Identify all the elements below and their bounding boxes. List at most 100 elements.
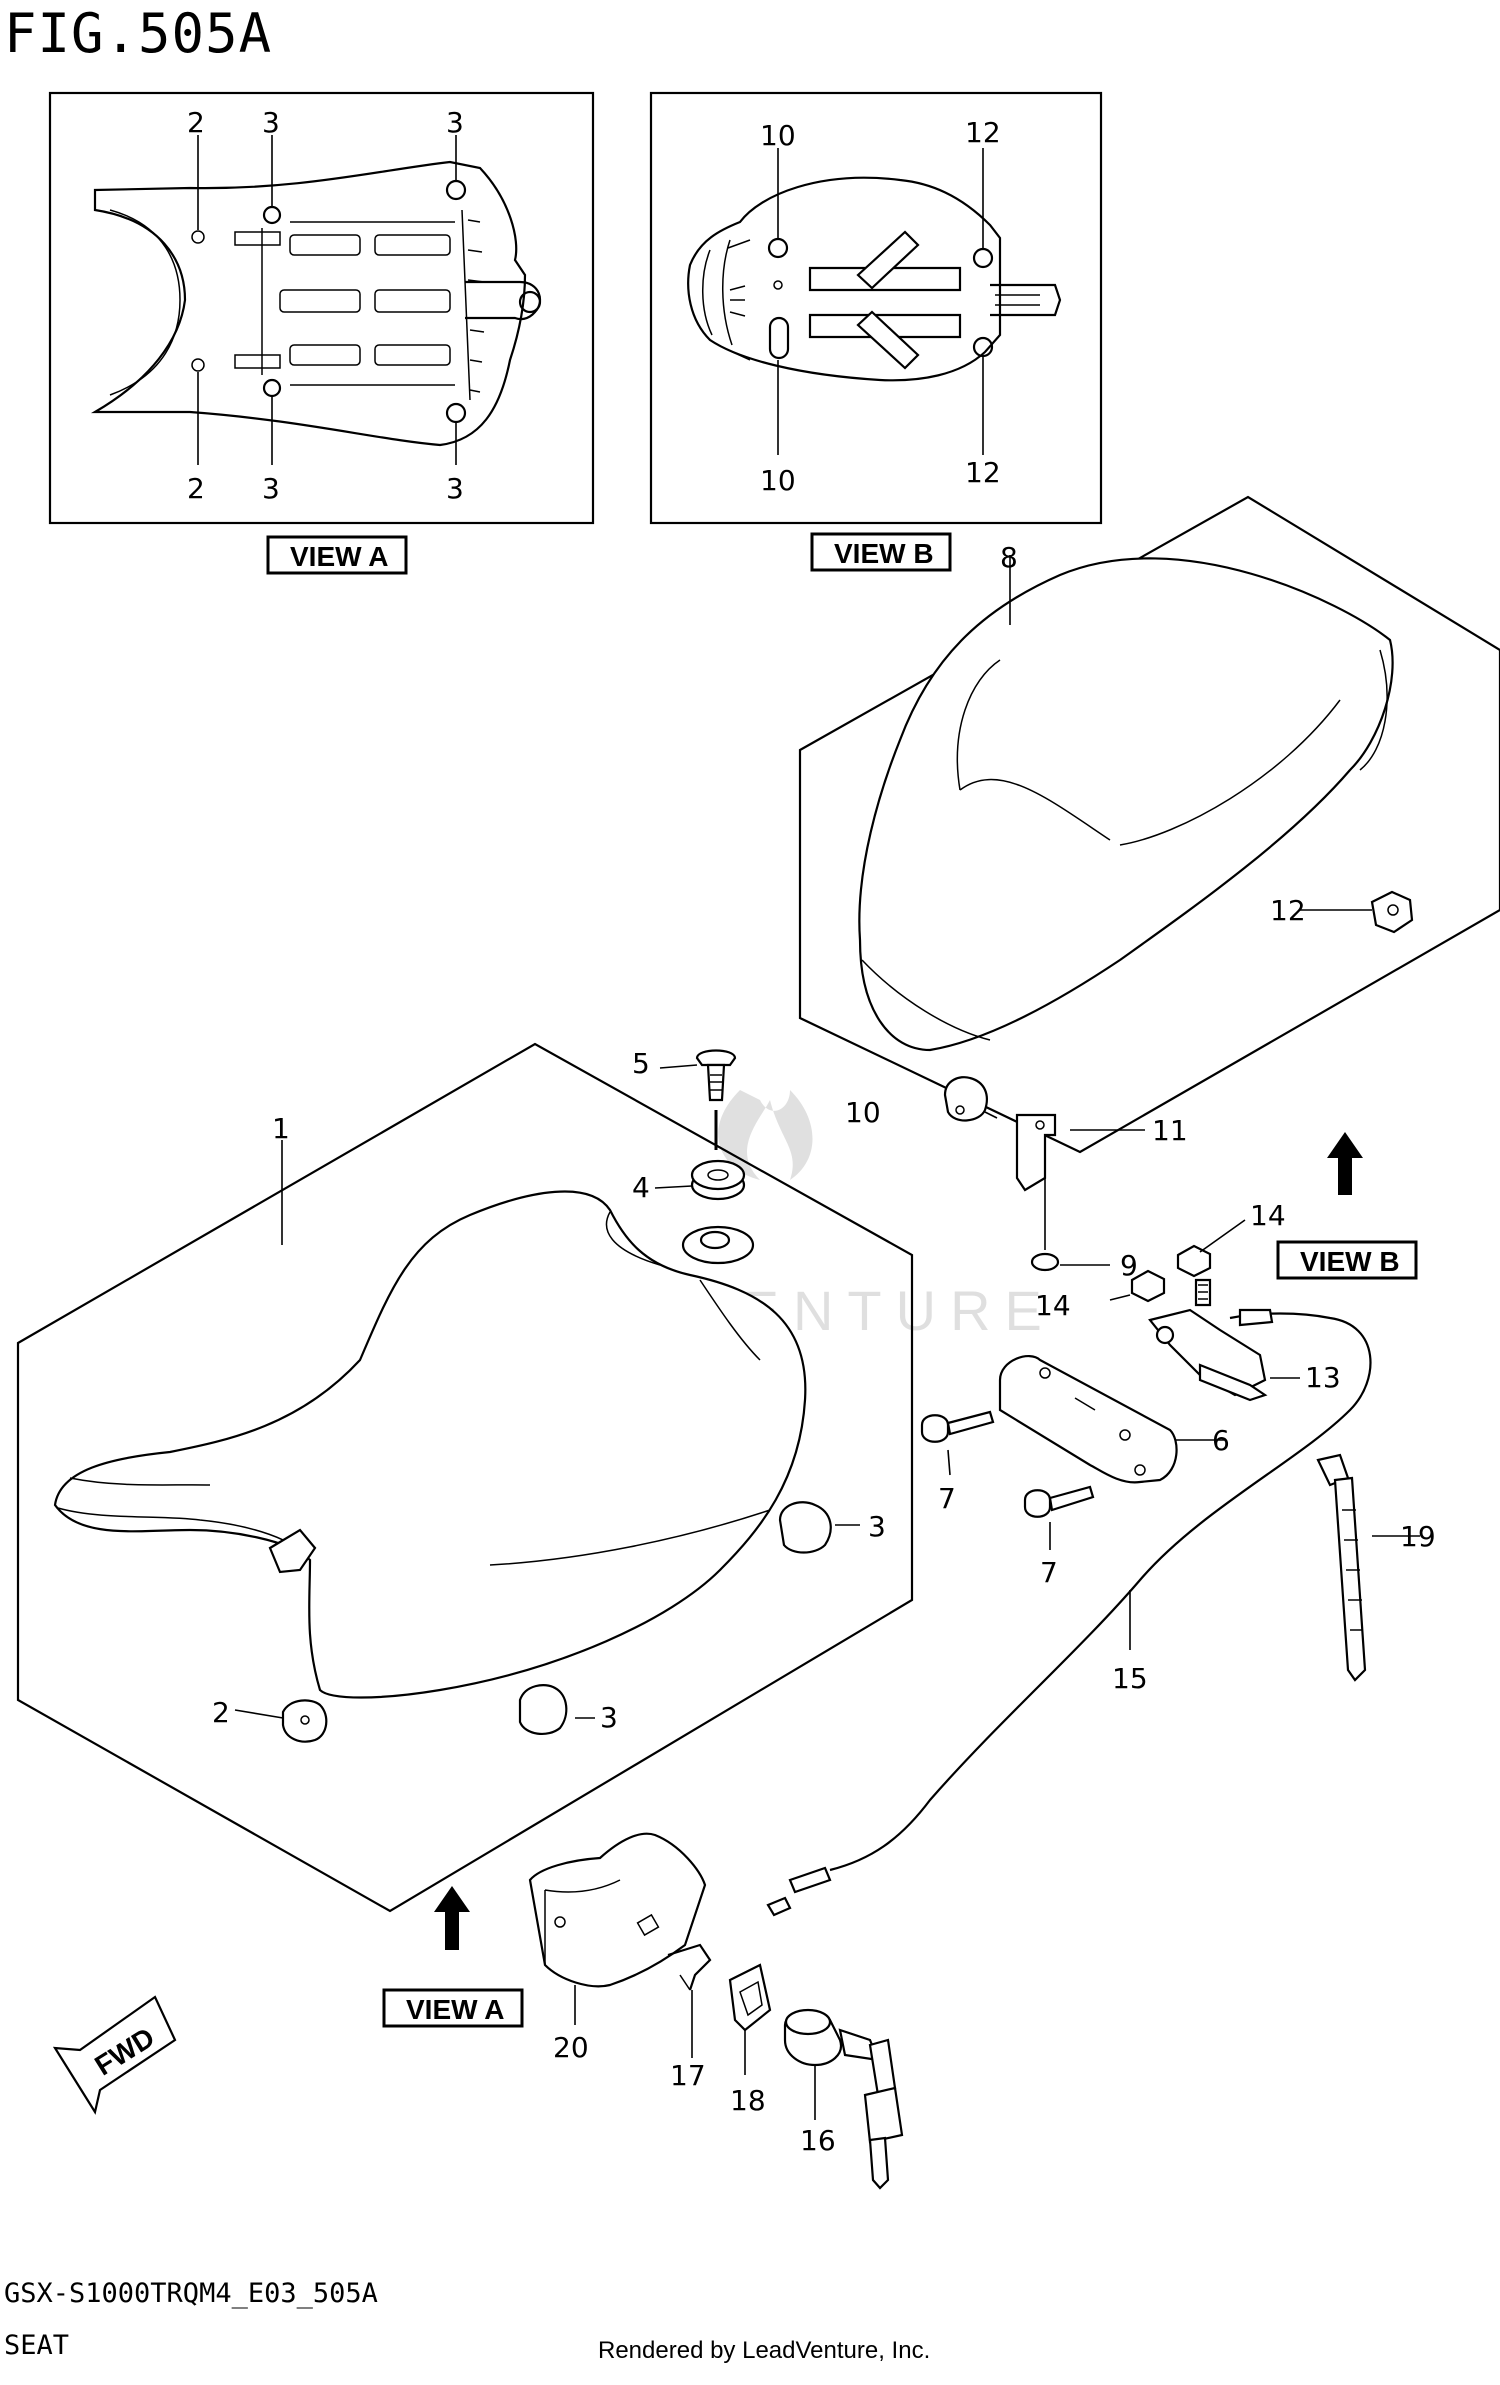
- section-name: SEAT: [4, 2330, 69, 2361]
- callout-16: 16: [800, 2124, 836, 2157]
- view-b-strap-top: [856, 230, 920, 290]
- callout-4: 4: [632, 1171, 650, 1204]
- view-b-hole-12-bottom: [972, 336, 994, 358]
- callout-6: 6: [1212, 1424, 1230, 1457]
- part-3-bumper-right: [778, 1501, 832, 1554]
- part-9-nut: [1030, 1252, 1060, 1272]
- view-a-hole-3-c: [445, 179, 467, 201]
- callout-9: 9: [1120, 1249, 1138, 1282]
- callout-5: 5: [632, 1047, 650, 1080]
- part-6-bracket: [998, 1355, 1178, 1484]
- callout-10: 10: [845, 1096, 881, 1129]
- part-5-screw: [695, 1049, 737, 1102]
- callout-20: 20: [553, 2031, 589, 2064]
- view-b-tag-top: VIEW B: [810, 532, 952, 572]
- view-b-callout-12-top: 12: [965, 116, 1001, 149]
- part-14-nut-a: [1176, 1244, 1212, 1278]
- view-a-inset: 2 3 3 2 3 3: [48, 91, 595, 525]
- render-credit: Rendered by LeadVenture, Inc.: [598, 2337, 930, 2364]
- part-2-bumper: [281, 1699, 328, 1743]
- part-16-key-cylinder: [783, 2008, 904, 2190]
- view-a-slots: [234, 209, 485, 401]
- view-b-callout-10-top: 10: [760, 119, 796, 152]
- part-4-grommet: [690, 1159, 746, 1201]
- view-a-frame: [48, 91, 595, 525]
- part-15-cable-end-bottom: [788, 1866, 832, 1894]
- callout-2: 2: [212, 1696, 230, 1729]
- part-15-cable: [829, 1312, 1372, 1872]
- view-a-hole-3-d: [445, 402, 467, 424]
- rear-seat-hex-frame: [798, 495, 1500, 1154]
- part-17-clip: [667, 1943, 712, 1991]
- view-a-callout-2-top: 2: [187, 106, 205, 139]
- callout-13: 13: [1305, 1361, 1341, 1394]
- part-12-nut: [1370, 890, 1414, 934]
- callout-7-a: 7: [938, 1482, 956, 1515]
- rear-seat-body: [858, 557, 1394, 1052]
- view-a-callout-3-c: 3: [446, 106, 464, 139]
- callout-17: 17: [670, 2059, 706, 2092]
- view-b-inset: 10 12 10 12: [649, 91, 1103, 525]
- view-a-tag-top-label: VIEW A: [290, 541, 389, 572]
- part-10-bumper: [943, 1076, 988, 1122]
- view-a-callout-2-bottom: 2: [187, 472, 205, 505]
- view-a-tag-bottom: VIEW A: [382, 1988, 524, 2028]
- view-a-hole-3-b: [262, 378, 282, 398]
- model-code: GSX-S1000TRQM4_E03_505A: [4, 2278, 378, 2309]
- view-a-callout-3-d: 3: [446, 472, 464, 505]
- callout-11: 11: [1152, 1114, 1188, 1147]
- part-15-cable-end-top: [1238, 1308, 1274, 1327]
- view-b-strap-bottom: [856, 310, 920, 370]
- front-seat-mount-boss: [681, 1225, 755, 1265]
- view-a-tag-bottom-label: VIEW A: [406, 1994, 505, 2025]
- callout-3-bottom: 3: [600, 1701, 618, 1734]
- view-b-tail-tab: [990, 283, 1062, 317]
- view-b-tag-top-label: VIEW B: [834, 538, 934, 569]
- view-a-front-curve: [109, 209, 181, 396]
- view-a-callout-3-b: 3: [262, 472, 280, 505]
- rear-seat-group: [798, 495, 1500, 1303]
- front-seat-body: [53, 1190, 807, 1699]
- callout-19: 19: [1400, 1520, 1436, 1553]
- front-seat-group: [16, 1042, 914, 1950]
- view-a-arrow-icon: [434, 1886, 470, 1950]
- part-11-bracket: [1015, 1113, 1057, 1192]
- view-a-hole-2-top: [191, 230, 205, 244]
- view-b-frame: [649, 91, 1103, 525]
- lock-assembly-group: [528, 1832, 904, 2190]
- callout-7-b: 7: [1040, 1556, 1058, 1589]
- part-18-plate: [728, 1963, 772, 2032]
- view-b-slot-top: [808, 266, 962, 292]
- view-b-hole-10-top: [767, 237, 789, 259]
- callout-15: 15: [1112, 1662, 1148, 1695]
- part-16-key-b: [863, 2086, 904, 2144]
- view-b-hole-12-top: [972, 247, 994, 269]
- fwd-arrow: FWD: [52, 1995, 177, 2115]
- view-b-tag-bottom-label: VIEW B: [1300, 1246, 1400, 1277]
- front-seat-front-tab: [268, 1528, 317, 1574]
- part-7-bolt-a: [920, 1410, 995, 1443]
- figure-title: FIG.505A: [4, 2, 272, 65]
- part-19-cable-tie: [1316, 1453, 1367, 1682]
- view-b-callout-10-bottom: 10: [760, 464, 796, 497]
- part-7-bolt-b: [1023, 1485, 1095, 1518]
- view-a-hole-2-bottom: [191, 358, 205, 372]
- callout-14-b: 14: [1035, 1289, 1071, 1322]
- part-16-key-a: [868, 2038, 897, 2097]
- callout-14-a: 14: [1250, 1199, 1286, 1232]
- callout-8: 8: [1000, 541, 1018, 574]
- view-a-tag-top: VIEW A: [266, 535, 408, 575]
- view-a-tail-hole: [518, 290, 542, 314]
- part-13-latch: [1148, 1278, 1268, 1402]
- front-seat-hex-frame: [16, 1042, 914, 1913]
- callout-3-right: 3: [868, 1510, 886, 1543]
- view-a-hole-3-a: [262, 205, 282, 225]
- view-b-hole-10-bottom: [768, 316, 790, 360]
- fwd-arrow-icon: [52, 1995, 177, 2115]
- part-3-bumper-bottom: [518, 1684, 568, 1736]
- part-14-nut-b: [1130, 1269, 1166, 1303]
- view-b-tag-bottom: VIEW B: [1276, 1240, 1418, 1280]
- view-a-callout-3-a: 3: [262, 106, 280, 139]
- view-b-arrow-icon: [1327, 1132, 1363, 1195]
